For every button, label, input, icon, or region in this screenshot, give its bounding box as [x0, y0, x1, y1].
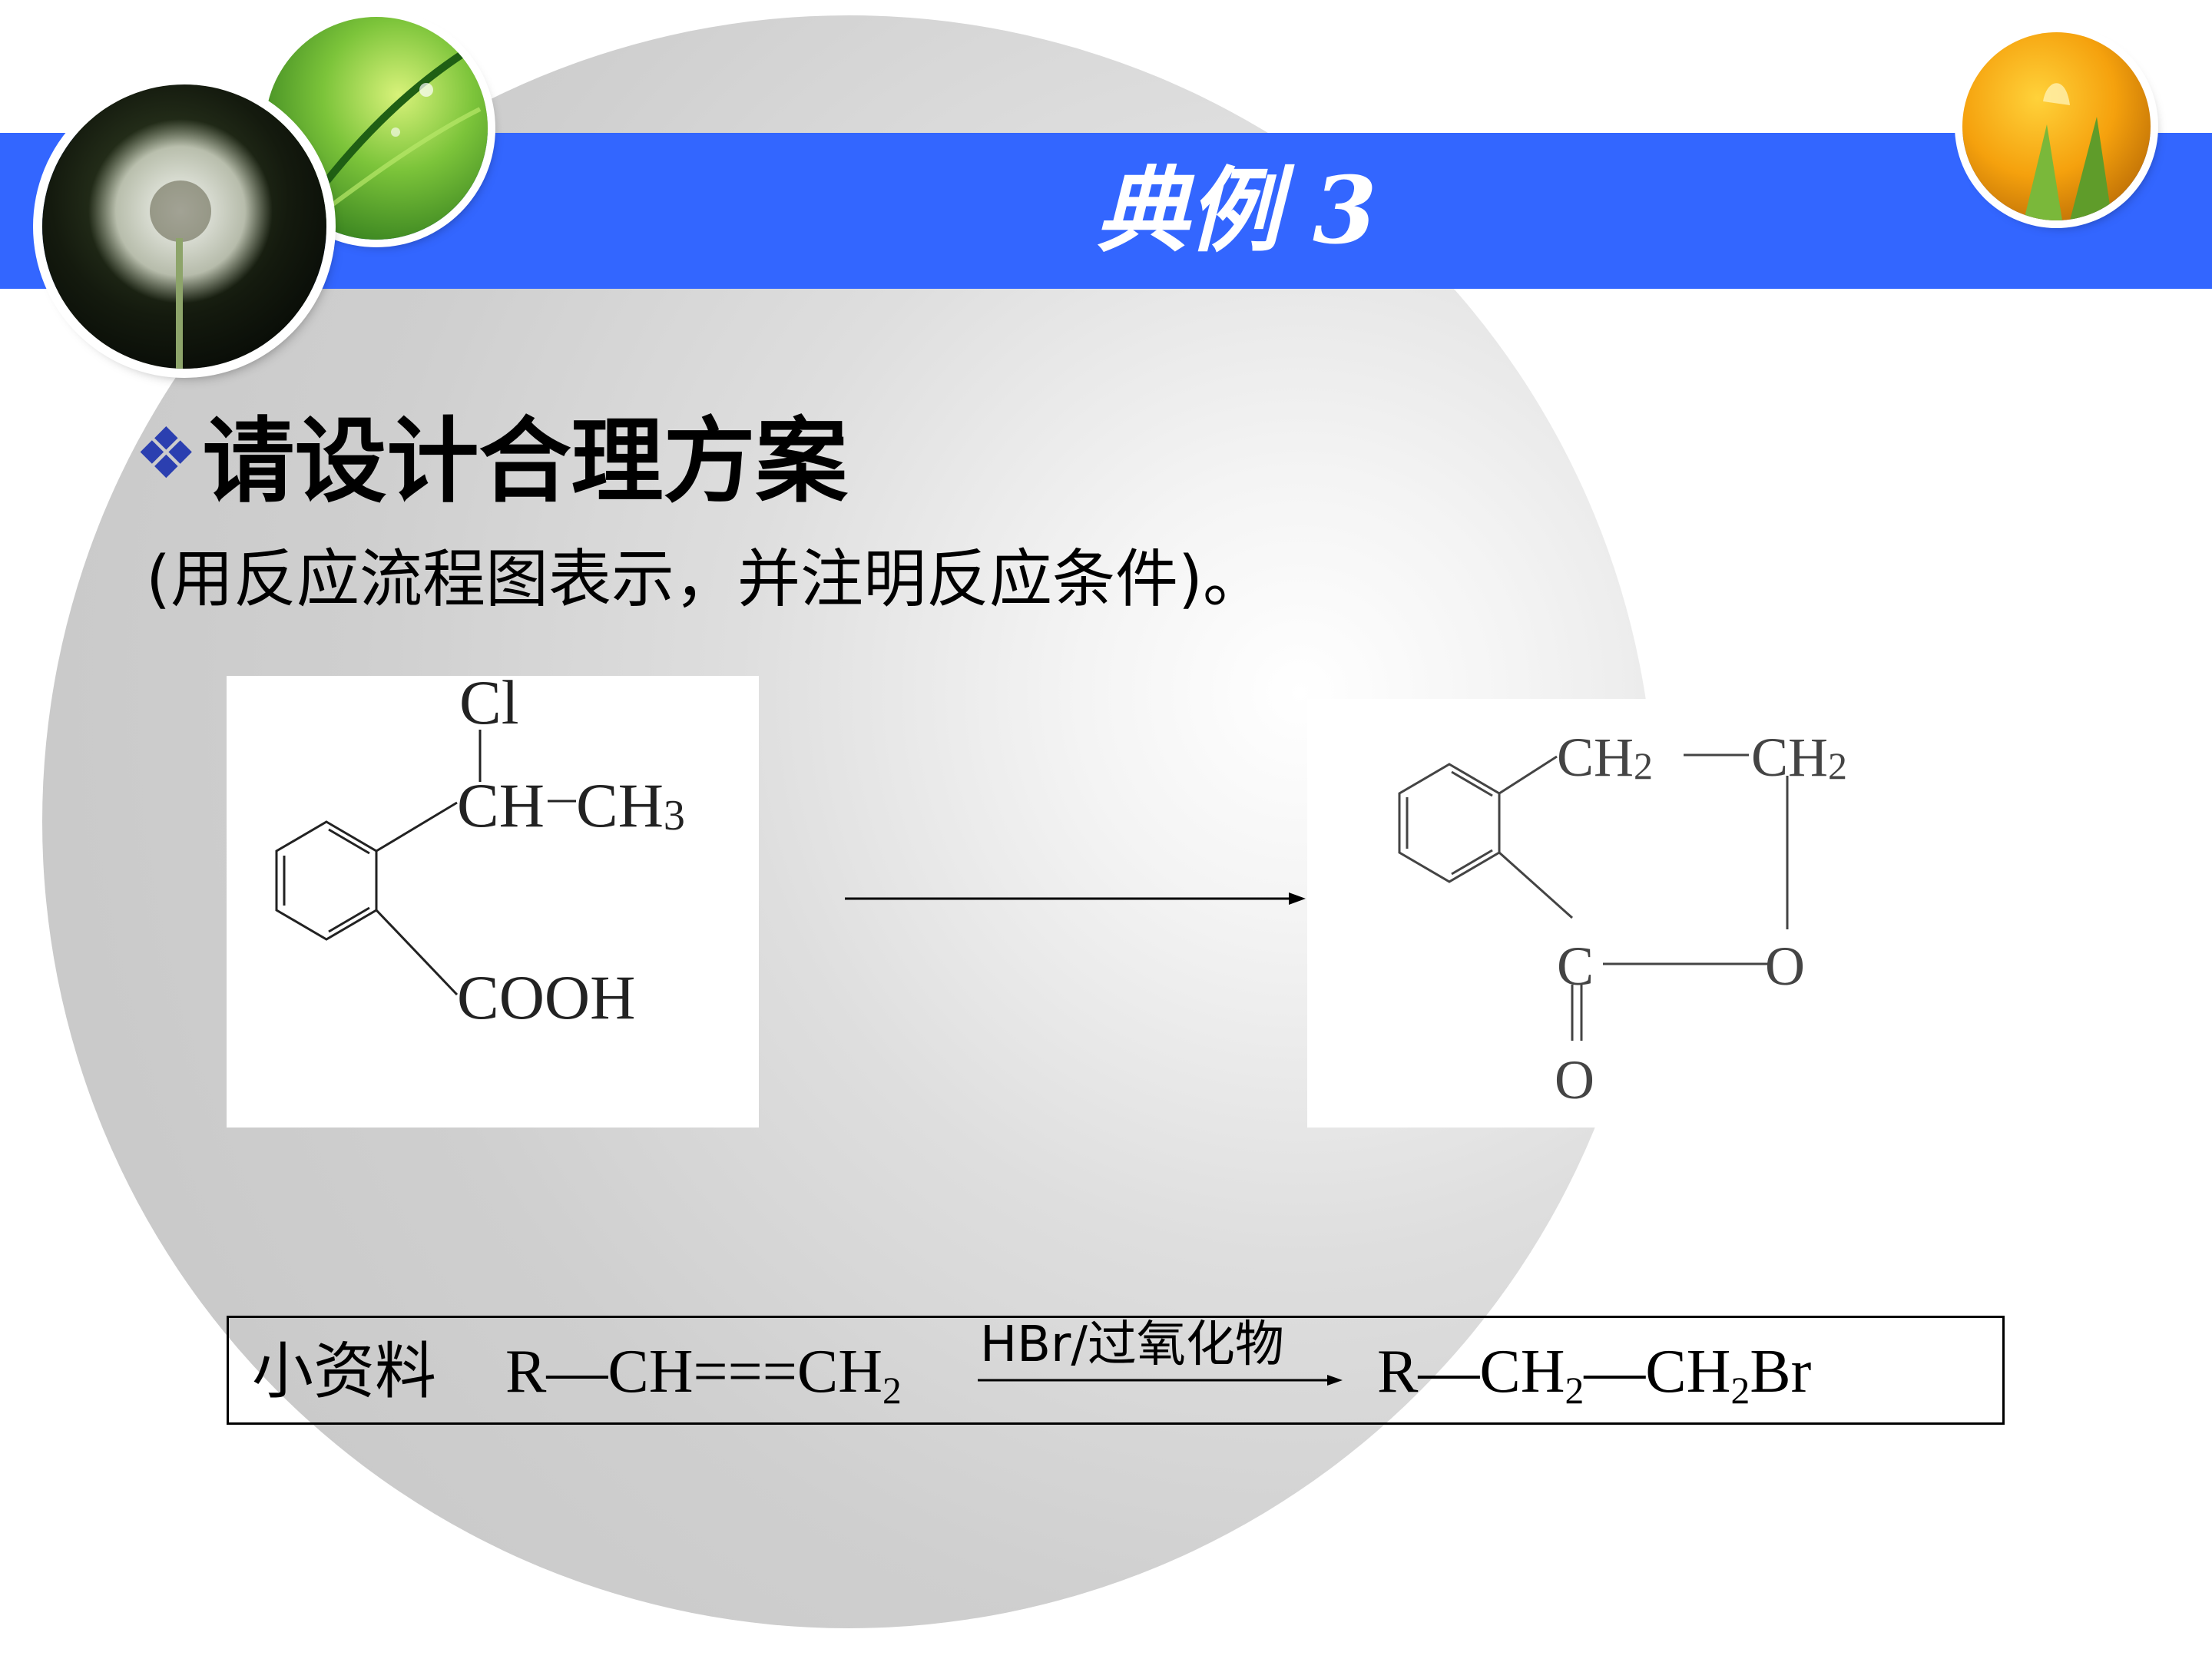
- tulip-photo: [1962, 32, 2151, 220]
- label-ch2-a: CH2: [1557, 727, 1653, 788]
- heading: ❖ 请设计合理方案: [134, 399, 847, 515]
- reactant-structure-drawing: Cl CH CH3 COOH: [275, 667, 685, 1032]
- benzene-ring: [1398, 763, 1501, 883]
- diamond-bullet-icon: ❖: [134, 412, 198, 495]
- label-c: C: [1557, 935, 1594, 997]
- label-ch: CH: [457, 770, 545, 840]
- benzene-ring: [275, 820, 378, 941]
- label-ch2-b: CH2: [1751, 727, 1847, 788]
- condition-arrow: [978, 1375, 1343, 1386]
- label-o-ring: O: [1765, 935, 1805, 997]
- reactant-structure: Cl CH CH3 COOH: [227, 667, 759, 1128]
- label-o-carbonyl: O: [1555, 1049, 1594, 1111]
- info-product: R—CH2—CH2Br: [1377, 1338, 1812, 1412]
- info-label: 小资料: [252, 1336, 436, 1407]
- bond-ring-c: [1498, 851, 1574, 919]
- product-structure-drawing: CH2 CH2 C O O: [1398, 727, 1847, 1111]
- tulip-photo-image: [1962, 32, 2151, 220]
- info-reactant: R—CH===CH2: [505, 1338, 902, 1412]
- label-cooh: COOH: [457, 962, 635, 1032]
- info-condition: HBr/过氧化物: [980, 1316, 1284, 1373]
- label-cl: Cl: [459, 676, 518, 737]
- dandelion-photo: [42, 84, 326, 369]
- label-ch3: CH3: [576, 770, 685, 840]
- bond-ring-ch2: [1498, 755, 1558, 795]
- product-structure: CH2 CH2 C O O: [1307, 699, 1891, 1128]
- dandelion-photo-image: [42, 84, 326, 369]
- instruction-text: (用反应流程图表示，并注明反应条件)。: [146, 543, 1266, 616]
- slide-title: 典例 3: [1096, 157, 1377, 265]
- info-box: 小资料 R—CH===CH2 HBr/过氧化物 R—CH2—CH2Br: [227, 1316, 2005, 1425]
- bond-ring-ch: [376, 801, 458, 853]
- heading-text: 请设计合理方案: [202, 409, 848, 515]
- bond-ring-cooh: [375, 909, 459, 996]
- reaction-arrow: [845, 892, 1306, 905]
